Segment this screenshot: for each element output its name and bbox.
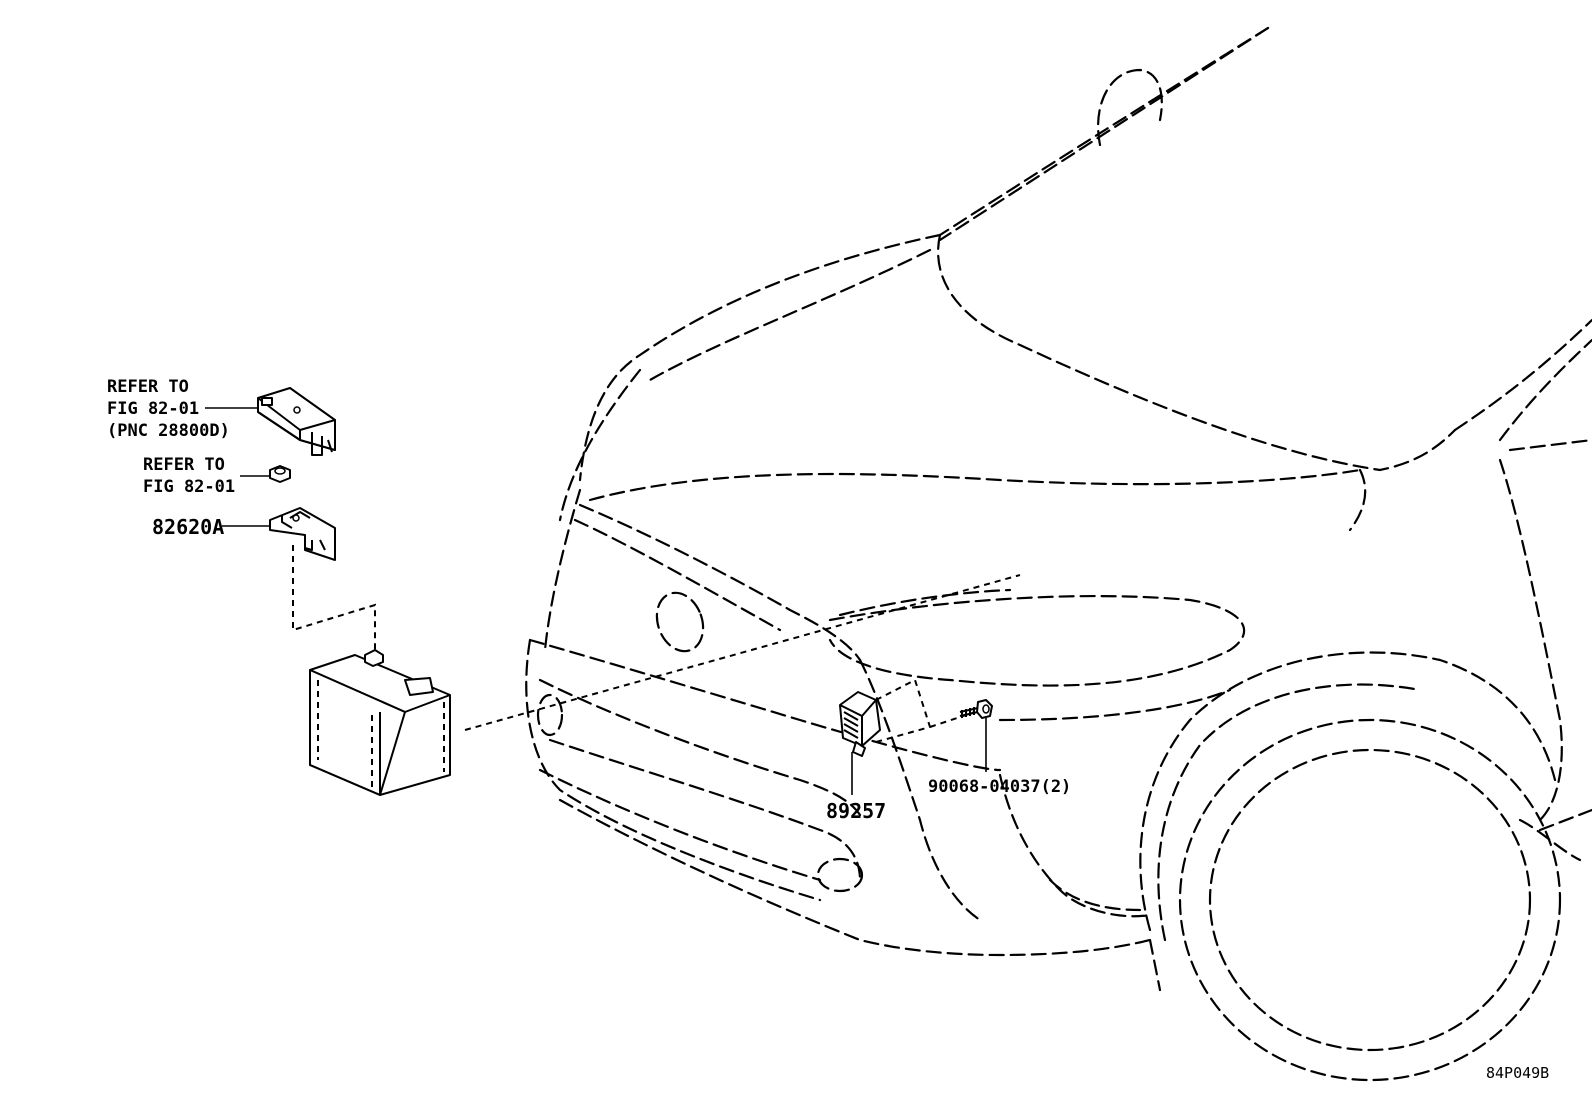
figure-code: 84P049B xyxy=(1486,1064,1549,1082)
ecu-module-icon xyxy=(257,387,336,456)
vehicle-outline xyxy=(525,26,1592,1082)
battery-icon xyxy=(309,649,451,796)
battery-connector-line xyxy=(464,574,1021,731)
bolt-connector-line xyxy=(929,711,976,728)
refer-ecu-label-line3: (PNC 28800D) xyxy=(107,421,230,441)
refer-nut-label-line2: FIG 82-01 xyxy=(143,477,235,497)
bolt-icon xyxy=(959,699,993,719)
sensor-part-label: 89257 xyxy=(826,799,886,823)
bracket-part-label: 82620A xyxy=(152,515,224,539)
refer-ecu-label-line1: REFER TO xyxy=(107,377,189,397)
nut-icon xyxy=(269,465,291,483)
sensor-module-icon xyxy=(839,691,881,757)
refer-ecu-label-line2: FIG 82-01 xyxy=(107,399,199,419)
sensor-bracket-outline xyxy=(875,678,932,743)
bracket-connector-line xyxy=(292,545,376,660)
bracket-icon xyxy=(269,507,336,561)
refer-nut-label-line1: REFER TO xyxy=(143,455,225,475)
bolt-part-label: 90068-04037(2) xyxy=(928,777,1071,797)
